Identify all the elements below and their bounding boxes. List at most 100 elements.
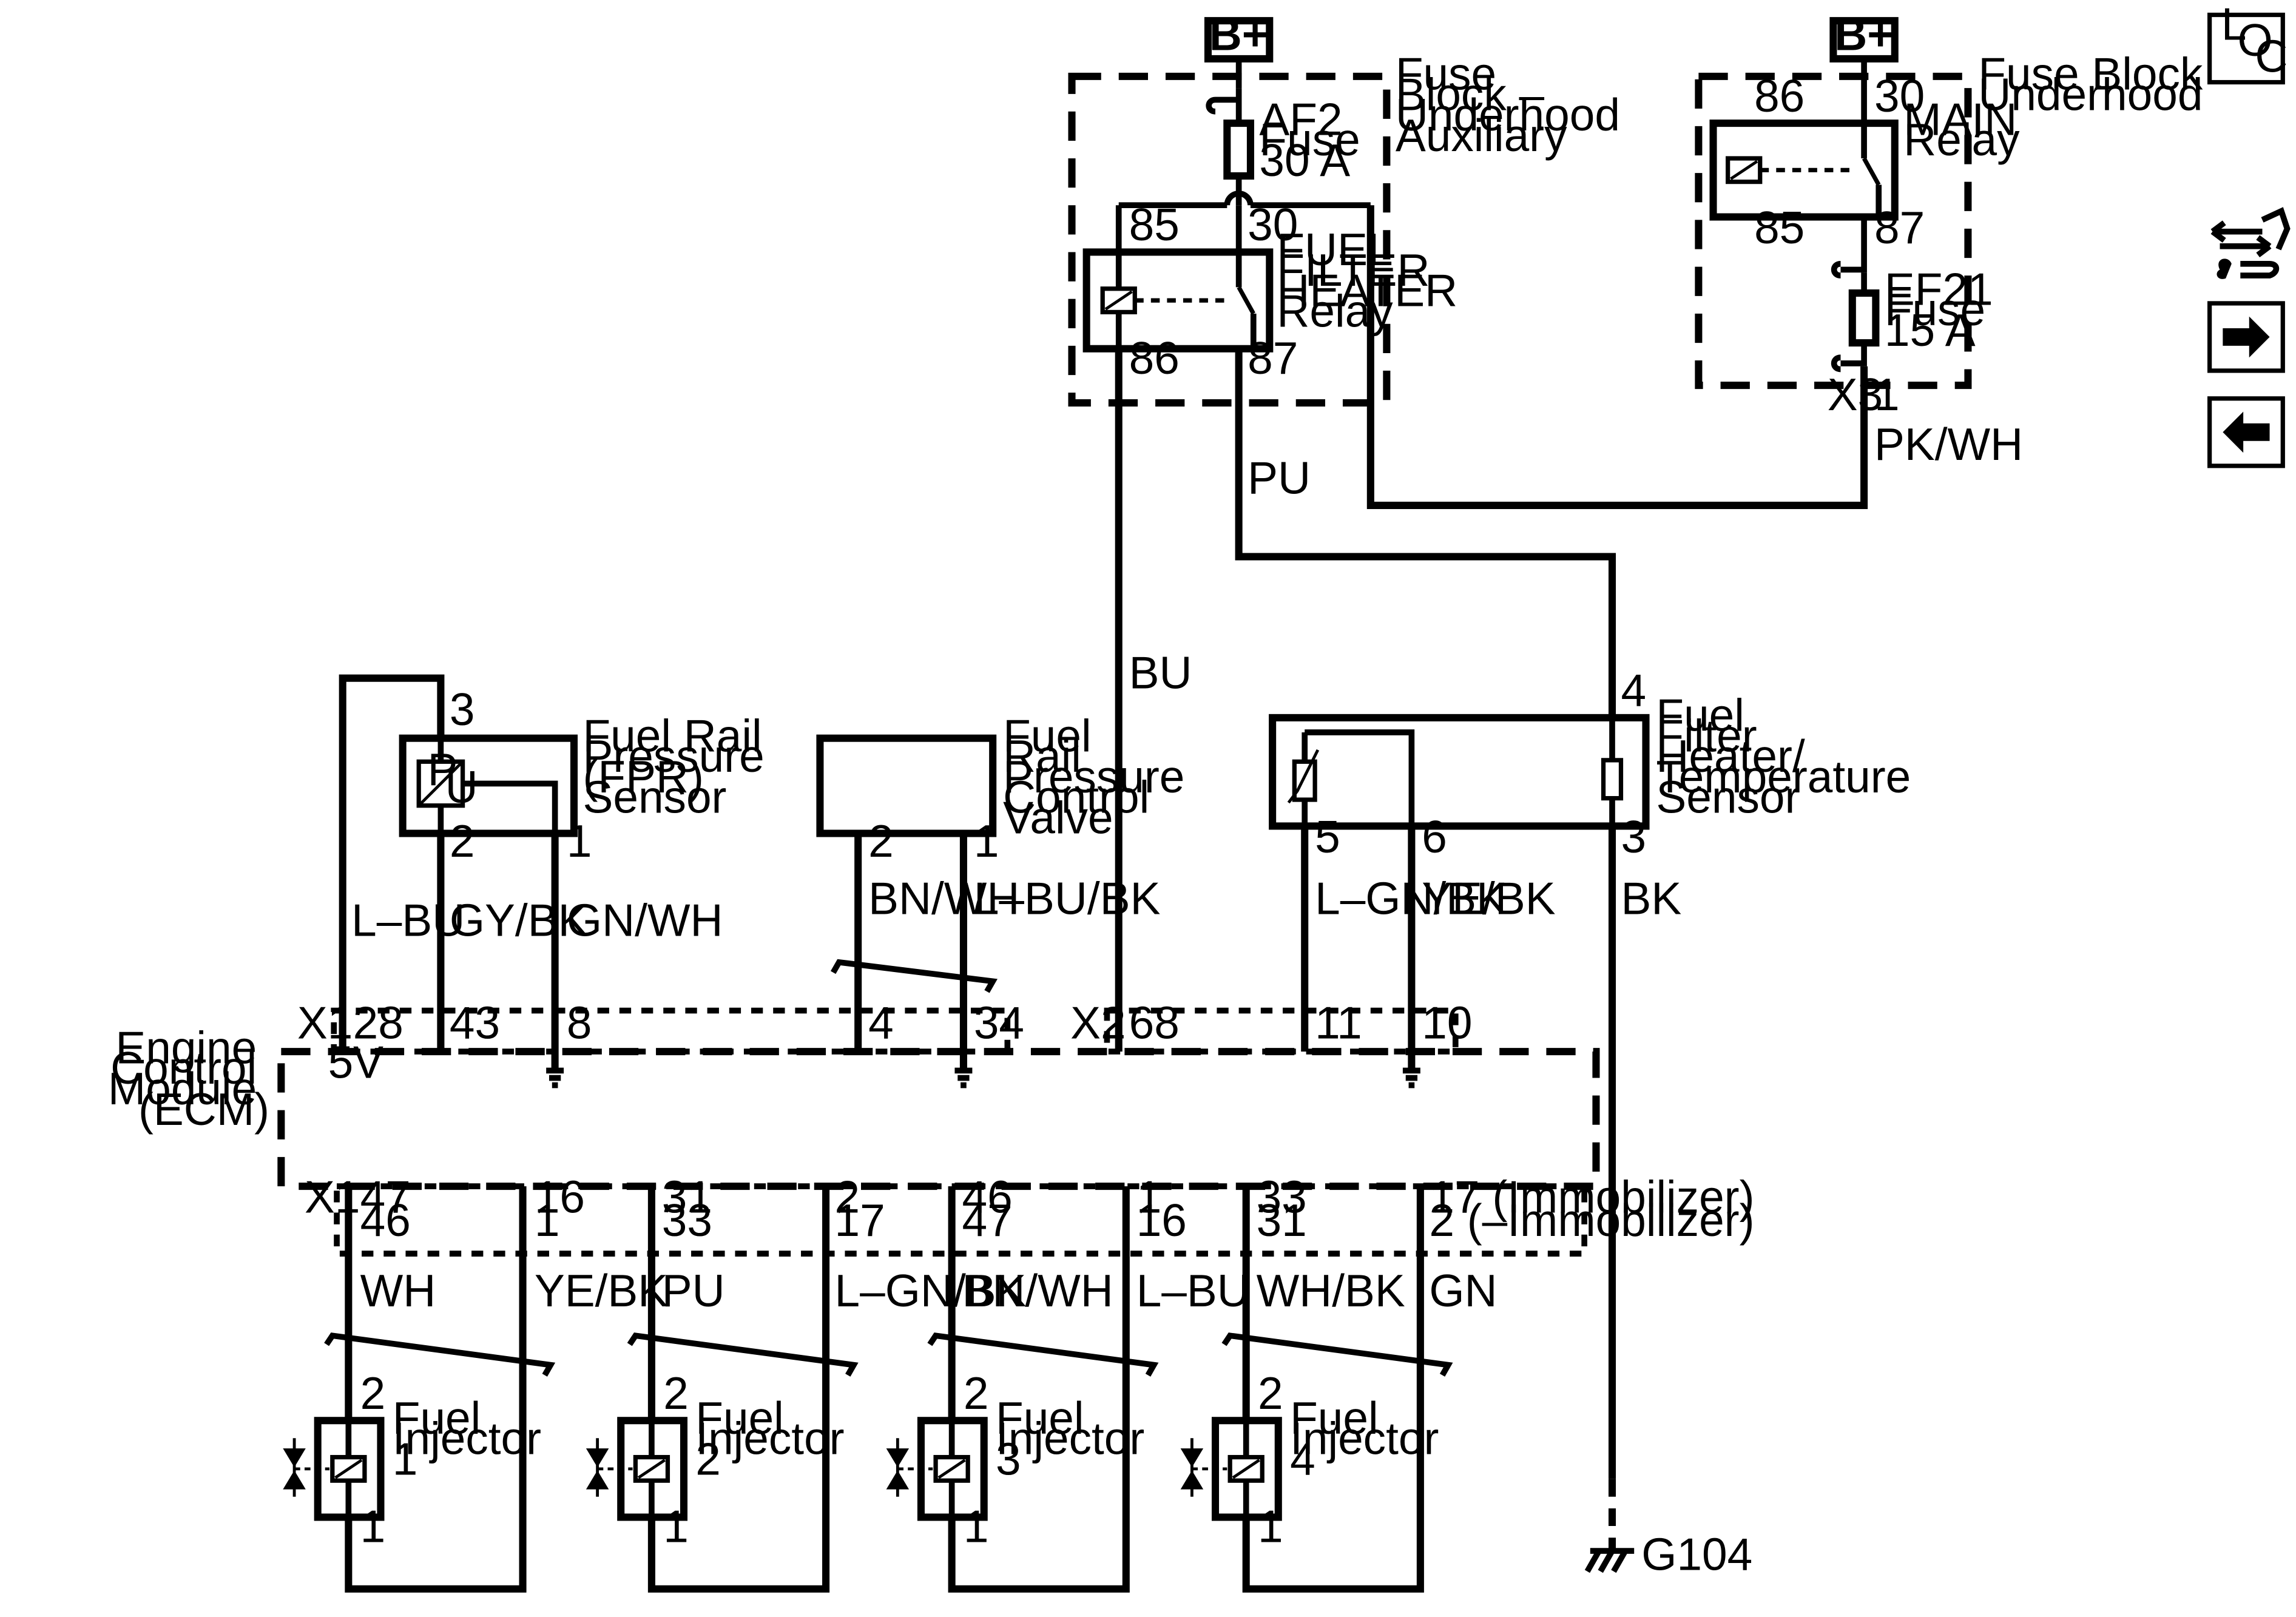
ecm-bottom-pins-5: 4647 (962, 1172, 1013, 1246)
fuel-injector-1: 2 1 Fuel Injector 1 (283, 1368, 554, 1552)
previous-arrow-icon[interactable] (2207, 396, 2285, 468)
fpr-pin-3: 3 (450, 684, 475, 735)
connector-symbol (1831, 354, 1865, 373)
relay-pin-85: 85 (1129, 199, 1180, 250)
wire-label-gn: GN (1429, 1265, 1497, 1316)
ecm-bottom-pins-6: 116 (1136, 1172, 1187, 1246)
wire-label-bn-wh: BN/WH (868, 873, 1019, 923)
relay-pin-30: 30 (1248, 199, 1298, 250)
fuse-block-underhood-auxiliary: Fuse Block – Underhood Auxiliary (1068, 49, 1620, 407)
main-relay-pin-86: 86 (1754, 70, 1805, 121)
ecm-bottom-pins-3: 3133 (662, 1172, 712, 1246)
ecm-bottom-pins-1: 4746 (360, 1172, 411, 1246)
ef21-fuse-label: EF21 Fuse 15 A (1885, 263, 2006, 356)
wire-label-l-bu-bk: L–BU/BK (974, 873, 1161, 923)
b-plus-source-aux: B+ (1204, 8, 1274, 62)
filter-pin-4: 4 (1621, 665, 1646, 716)
main-relay-pin-87: 87 (1874, 202, 1925, 253)
injector-label: Fuel Injector 1 (393, 1393, 554, 1485)
loc-button[interactable]: L O C (2207, 0, 2288, 85)
relay-pin-87: 87 (1248, 333, 1298, 383)
ecm-pin-34: 34 (974, 997, 1024, 1048)
filter-pin-6: 6 (1422, 811, 1447, 862)
main-relay-pin-30: 30 (1874, 70, 1925, 121)
ecm-pin-10: 10 (1422, 997, 1472, 1048)
engine-control-module: Engine Control Module (ECM) X1 X2 5V X1 … (108, 997, 1755, 1257)
ecm-ground-icon (954, 1067, 973, 1089)
fuse-block-underhood: Fuse Block – Underhood (1695, 49, 2253, 390)
injector-pin-1: 1 (360, 1501, 386, 1552)
af2-fuse: AF2 Fuse 30 A (1223, 93, 1373, 186)
main-relay: 86 30 85 87 MAIN Relay (1709, 70, 2030, 253)
fuel-filter-heater-temperature-sensor: 4 5 6 3 Fuel Filter Heater/ Temperature … (1269, 665, 1923, 862)
wire-label-gy-bk: GY/BK (450, 894, 589, 945)
wire-label-gn-wh: GN/WH (567, 894, 723, 945)
wire-label-l-bu: L–BU (1136, 1265, 1250, 1316)
wire-label-bn-wh: BN/WH (962, 1265, 1113, 1316)
ecm-bottom-pins-7: 3331 (1257, 1172, 1307, 1246)
injector-pin-2: 2 (1258, 1368, 1283, 1419)
injector-pin-1: 1 (964, 1501, 989, 1552)
valve-pin-2: 2 (868, 815, 894, 866)
ecm-bottom-pins-8: 17 (Immobilizer)2 (–Immobilizer) (1429, 1172, 1754, 1246)
fuse-block-underhood-label: Fuse Block – Underhood (1978, 49, 2253, 120)
wire-label-l-bu: L–BU (351, 894, 465, 945)
fuel-filter-heater-relay: 85 30 86 87 FUEL FILTER HEATER Relay (1082, 199, 1457, 383)
twisted-pair-symbol (627, 1332, 859, 1377)
ecm-pin-68: 68 (1129, 997, 1180, 1048)
connector-symbol (1206, 88, 1242, 124)
pk-wh-wire (1366, 205, 1868, 509)
ecm-pin-11: 11 (1315, 997, 1362, 1048)
wire-label-l-gn-bk: L–GN/BK (1315, 873, 1507, 923)
x3-connector-label: X3 (1828, 369, 1883, 420)
connector-tools-icon[interactable] (2210, 207, 2291, 279)
ecm-ground-icon (546, 1067, 564, 1089)
wire-label-wh: WH (360, 1265, 436, 1316)
ecm-pin-43: 43 (450, 997, 500, 1048)
af2-fuse-label: AF2 Fuse 30 A (1259, 93, 1373, 186)
loc-l-letter: L (2221, 0, 2247, 50)
injector-pin-1: 1 (663, 1501, 689, 1552)
fuel-injector-2: 2 1 Fuel Injector 2 (586, 1368, 857, 1552)
injector-label: Fuel Injector 2 (695, 1393, 857, 1485)
ecm-label: Engine Control Module (ECM) (108, 1022, 269, 1134)
injector-pin-2: 2 (360, 1368, 386, 1419)
loc-o-letter: O (2237, 15, 2272, 66)
injector-pin-2: 2 (663, 1368, 689, 1419)
ground-g104-icon: G104 (1584, 1528, 1752, 1579)
filter-pin-3: 3 (1621, 811, 1646, 862)
fpr-sensor-label: Fuel Rail Pressure (FPR) Sensor (582, 710, 777, 822)
twisted-pair-symbol (830, 959, 998, 993)
wire-label-bk: BK (1621, 873, 1681, 923)
l-bu-5v-wire (339, 674, 445, 1052)
x1-connector-label: X1 (297, 997, 353, 1048)
wire-label-ye-bk: YE/BK (535, 1265, 668, 1316)
wire-label-pk-wh: PK/WH (1874, 419, 2023, 470)
x2-connector-label: X2 (1070, 997, 1126, 1048)
fpr-pin-1: 1 (567, 815, 592, 866)
filter-sensor-label: Fuel Filter Heater/ Temperature Sensor (1656, 690, 1923, 823)
next-arrow-icon[interactable] (2207, 301, 2285, 373)
main-relay-label: MAIN Relay (1903, 93, 2030, 165)
valve-pin-1: 1 (974, 815, 999, 866)
wire-label-bu: BU (1129, 647, 1192, 698)
wire-label-l-gn-bk: L–GN/BK (835, 1265, 1027, 1316)
wire-label-ye-bk: YE/BK (1422, 873, 1555, 923)
injector-pin-1: 1 (1258, 1501, 1283, 1552)
b-plus-label: B+ (1209, 8, 1269, 59)
relay-pin-86: 86 (1129, 333, 1180, 383)
ef21-fuse: EF21 Fuse 15 A (1848, 263, 2006, 356)
injector-1-loop (345, 1186, 527, 1593)
five-volt-label: 5V (328, 1037, 384, 1088)
u-symbol: U (445, 761, 478, 812)
ecm-pin-8: 8 (567, 997, 592, 1048)
twisted-pair-symbol (927, 1332, 1159, 1377)
injector-label: Fuel Injector 4 (1290, 1393, 1451, 1485)
pu-wire (1235, 348, 1616, 718)
fuel-injector-3: 2 1 Fuel Injector 3 (886, 1368, 1144, 1552)
ecm-ground-icon (1402, 1067, 1420, 1089)
fuel-injector-4: 2 1 Fuel Injector 4 (1180, 1368, 1451, 1552)
fuel-rail-pressure-control-valve: Fuel Rail Pressure Control Valve 2 1 (816, 710, 1184, 866)
wire-label-pu: PU (662, 1265, 725, 1316)
